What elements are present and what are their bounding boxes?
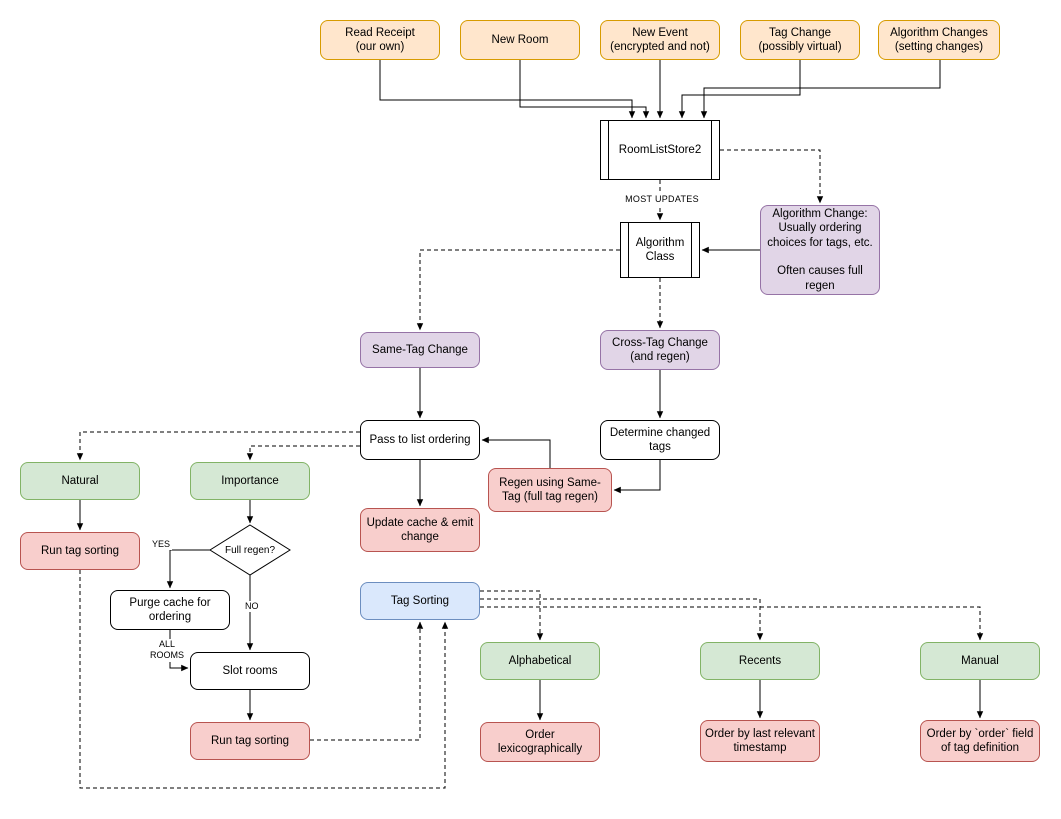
edge-regen-to-pass bbox=[481, 436, 551, 468]
node-algorithm-changes: Algorithm Changes (setting changes) bbox=[878, 20, 1000, 60]
node-alphabetical: Alphabetical bbox=[480, 642, 600, 680]
node-room-list-store2: RoomListStore2 bbox=[600, 120, 720, 180]
node-natural: Natural bbox=[20, 462, 140, 500]
node-tag-change: Tag Change (possibly virtual) bbox=[740, 20, 860, 60]
edge-tag-change-to-store bbox=[678, 60, 801, 119]
edge-algorithm-class-to-same-tag bbox=[416, 249, 620, 331]
node-run-tag-sorting-1: Run tag sorting bbox=[20, 532, 140, 570]
node-algorithm-change-note: Algorithm Change: Usually ordering choic… bbox=[760, 205, 880, 295]
node-algorithm-class: Algorithm Class bbox=[620, 222, 700, 278]
node-new-room: New Room bbox=[460, 20, 580, 60]
node-importance: Importance bbox=[190, 462, 310, 500]
node-update-cache: Update cache & emit change bbox=[360, 508, 480, 552]
node-slot-rooms: Slot rooms bbox=[190, 652, 310, 690]
edge-label-all-rooms: ALL ROOMS bbox=[144, 639, 190, 662]
edge-new-room-to-store bbox=[519, 60, 650, 119]
edge-run-tag-sorting2-to-tag-sorting bbox=[310, 621, 424, 741]
node-regen-same-tag: Regen using Same- Tag (full tag regen) bbox=[488, 468, 612, 512]
node-tag-sorting: Tag Sorting bbox=[360, 582, 480, 620]
node-manual: Manual bbox=[920, 642, 1040, 680]
node-new-event: New Event (encrypted and not) bbox=[600, 20, 720, 60]
edge-tag-sorting-to-recents bbox=[480, 598, 764, 641]
edge-label-no: NO bbox=[243, 601, 261, 613]
node-order-lexicographically: Order lexicographically bbox=[480, 722, 600, 762]
node-pass-to-list-ordering: Pass to list ordering bbox=[360, 420, 480, 460]
edge-read-receipt-to-store bbox=[379, 60, 636, 119]
edge-label-most-updates: MOST UPDATES bbox=[615, 194, 709, 206]
node-same-tag-change: Same-Tag Change bbox=[360, 332, 480, 368]
edge-pass-to-importance bbox=[246, 445, 360, 461]
node-recents: Recents bbox=[700, 642, 820, 680]
edge-pass-to-natural bbox=[76, 431, 360, 461]
full-regen-label: Full regen? bbox=[224, 544, 276, 556]
edge-full-regen-yes bbox=[166, 549, 210, 589]
edge-label-yes: YES bbox=[150, 539, 173, 551]
edge-tag-sorting-to-manual bbox=[480, 606, 984, 641]
edge-run-tag-sorting1-to-tag-sorting bbox=[79, 570, 449, 789]
node-run-tag-sorting-2: Run tag sorting bbox=[190, 722, 310, 760]
edge-store-to-algorithm-change-note bbox=[720, 149, 824, 204]
edge-determine-to-regen bbox=[613, 460, 661, 494]
node-order-by-timestamp: Order by last relevant timestamp bbox=[700, 720, 820, 762]
node-read-receipt: Read Receipt (our own) bbox=[320, 20, 440, 60]
node-order-by-field: Order by `order` field of tag definition bbox=[920, 720, 1040, 762]
edge-algorithm-changes-to-store bbox=[700, 60, 941, 119]
node-determine-changed-tags: Determine changed tags bbox=[600, 420, 720, 460]
full-regen-diamond bbox=[209, 524, 291, 576]
node-purge-cache: Purge cache for ordering bbox=[110, 590, 230, 630]
node-cross-tag-change: Cross-Tag Change (and regen) bbox=[600, 330, 720, 370]
edge-tag-sorting-to-alphabetical bbox=[480, 590, 544, 641]
